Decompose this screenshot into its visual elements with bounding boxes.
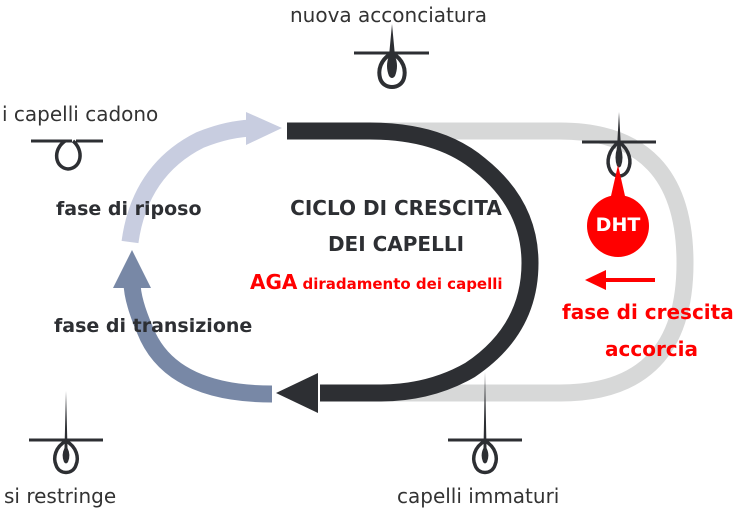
aga-label: AGA [250,270,298,294]
stage-label-hair-falls: i capelli cadono [2,102,159,126]
transition-phase-arrowhead [113,250,151,288]
shortened-growth-arrowhead [276,373,318,413]
hair-follicle-full-icon [354,24,429,89]
stage-label-immature-hair: capelli immaturi [397,484,560,508]
stage-label-shrinks: si restringe [4,484,117,508]
rest-phase-arc [121,119,256,244]
hair-follicle-empty-icon [31,139,103,171]
transition-phase-arc [123,281,273,403]
shortened-growth-arc [287,122,539,402]
diagram-title-line1: CICLO DI CRESCITA [290,196,502,220]
aga-description: diradamento dei capelli [302,275,503,293]
hair-follicle-immature-icon [448,372,522,475]
dht-effect-line2: accorcia [605,337,699,361]
phase-label-rest: fase di riposo [56,198,202,220]
hair-follicle-small-icon [29,391,103,475]
rest-phase-arrowhead [246,112,282,145]
dht-effect-line1: fase di crescita [562,300,734,324]
arrow-left-icon [585,270,655,290]
phase-label-transition: fase di transizione [54,315,253,337]
dht-drop-icon [587,165,649,257]
aga-caption: AGA diradamento dei capelli [250,270,503,294]
dht-label: DHT [595,214,641,236]
diagram-title-line2: DEI CAPELLI [327,232,465,256]
stage-label-new-hair: nuova acconciatura [290,3,488,27]
